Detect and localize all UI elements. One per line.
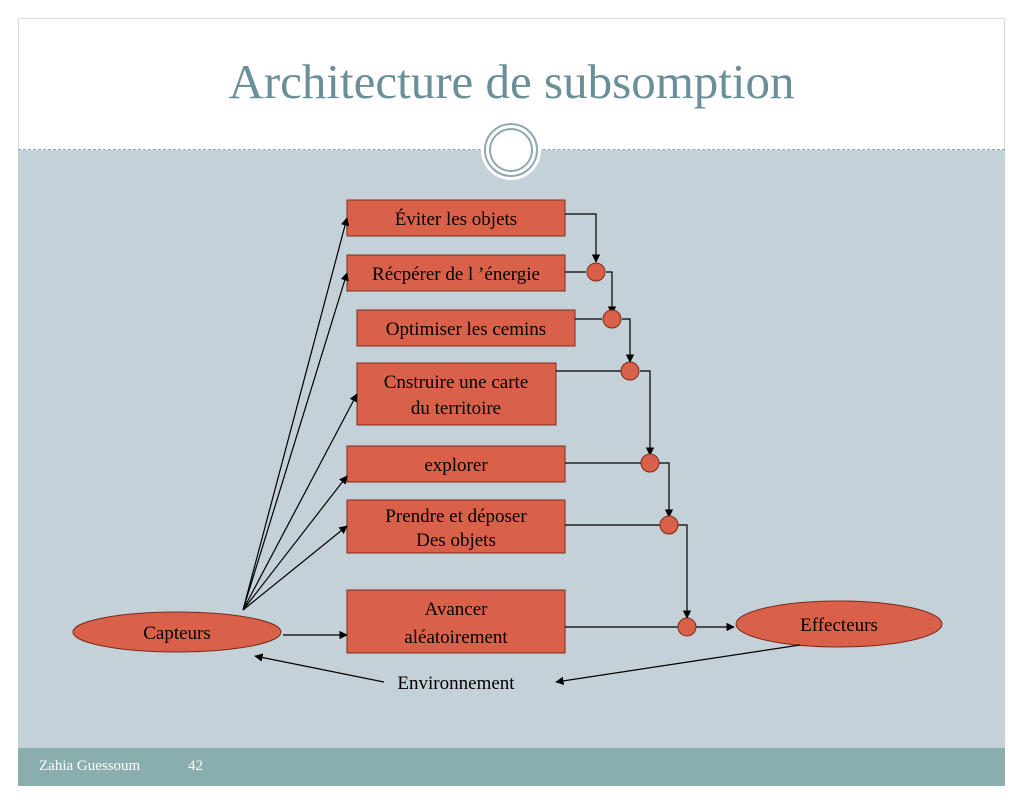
cascade-line-4 — [640, 370, 655, 456]
behavior-label: du territoire — [411, 398, 501, 419]
suppressor-node — [677, 617, 697, 637]
suppressor-node — [602, 309, 622, 329]
behavior-label: Cnstruire une carte — [384, 372, 529, 393]
behavior-label: Des objets — [416, 530, 496, 551]
behavior-label: explorer — [424, 455, 488, 476]
behavior-box-avancer: Avancer aléatoirement — [346, 589, 566, 654]
environment-label: Environnement — [397, 673, 515, 694]
suppressor-node — [659, 515, 679, 535]
behavior-label: Récpérer de l ’énergie — [372, 264, 540, 285]
cascade-line-2 — [606, 271, 617, 315]
behavior-box-energie: Récpérer de l ’énergie — [346, 254, 566, 292]
behavior-label: aléatoirement — [404, 627, 508, 648]
sensor-arrow-eviter — [242, 217, 350, 611]
sensor-arrow-energie — [242, 272, 349, 611]
footer-bar: Zahia Guessoum 42 — [18, 748, 1005, 786]
suppressor-node — [586, 262, 606, 282]
behavior-label: Optimiser les cemins — [386, 319, 546, 340]
cascade-line-1 — [565, 213, 601, 263]
effectors-node: Effecteurs — [735, 600, 943, 648]
behavior-box-chemins: Optimiser les cemins — [356, 309, 576, 347]
footer-author: Zahia Guessoum — [39, 758, 141, 774]
bottom-band — [18, 786, 1005, 804]
sensor-arrows — [242, 217, 358, 640]
suppression-lines — [254, 213, 801, 686]
suppressor-node — [640, 453, 660, 473]
cascade-line-3 — [622, 318, 635, 363]
environment-arrow-in — [555, 644, 801, 686]
suppressor-node — [620, 361, 640, 381]
page-title: Architecture de subsomption — [228, 54, 795, 109]
behavior-label: Éviter les objets — [395, 208, 517, 230]
behavior-box-eviter: Éviter les objets — [346, 199, 566, 237]
behavior-box-prendre: Prendre et déposer Des objets — [346, 499, 566, 554]
cascade-line-6 — [678, 524, 692, 619]
sensor-arrow-prendre — [242, 525, 348, 611]
behavior-box-explorer: explorer — [346, 445, 566, 483]
cascade-line-5 — [659, 462, 674, 518]
sensors-node: Capteurs — [72, 611, 282, 653]
behavior-label: Avancer — [425, 599, 489, 620]
environment-arrow-out — [254, 653, 385, 683]
effectors-label: Effecteurs — [800, 615, 878, 636]
sensor-arrow-carte — [242, 393, 358, 611]
behavior-label: Prendre et déposer — [385, 506, 527, 527]
suppression-nodes — [586, 262, 697, 637]
sensor-arrow-explorer — [242, 475, 348, 611]
sensors-label: Capteurs — [143, 623, 211, 644]
behavior-box-carte: Cnstruire une carte du territoire — [356, 362, 557, 426]
title-ring-icon — [481, 120, 541, 180]
footer-page-number: 42 — [188, 758, 203, 774]
